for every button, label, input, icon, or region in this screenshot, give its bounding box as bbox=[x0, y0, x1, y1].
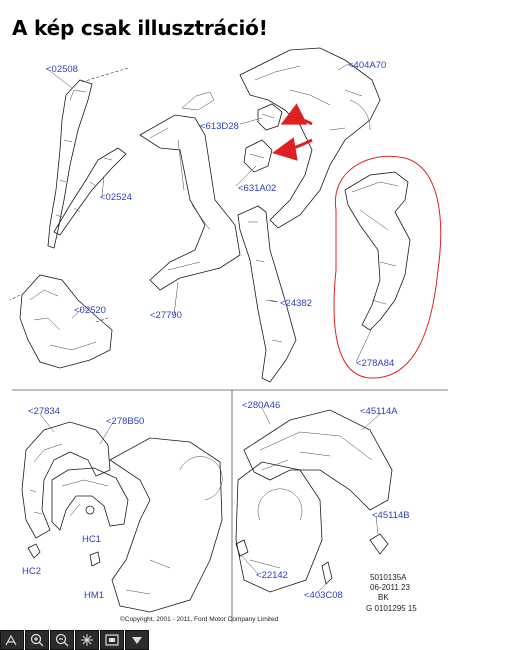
label-278b50: <278B50 bbox=[106, 416, 144, 427]
ref-line-2: 06-2011 23 bbox=[370, 583, 410, 592]
menu-down-icon[interactable] bbox=[125, 630, 149, 650]
label-22142: <22142 bbox=[256, 570, 288, 581]
label-278a84: <278A84 bbox=[356, 358, 394, 369]
label-631a02: <631A02 bbox=[238, 183, 276, 194]
zoom-in-icon[interactable] bbox=[25, 630, 49, 650]
label-hc2: HC2 bbox=[22, 566, 41, 577]
parts-diagram: <02508 <404A70 <613D28 <631A02 <02524 <2… bbox=[9, 47, 448, 623]
ref-line-1: 5010135A bbox=[370, 573, 407, 582]
ref-line-4: G 0101295 15 bbox=[366, 604, 417, 613]
quarter-outer-part[interactable] bbox=[235, 461, 323, 593]
inner-wheelhouse-part[interactable] bbox=[51, 467, 129, 531]
label-45114b: <45114B bbox=[372, 510, 410, 521]
label-24382: <24382 bbox=[280, 298, 312, 309]
label-404a70: <404A70 bbox=[348, 60, 386, 71]
label-613d28: <613D28 bbox=[200, 121, 239, 132]
clip-hc1[interactable] bbox=[85, 505, 95, 515]
label-hm1: HM1 bbox=[84, 590, 104, 601]
lower-a-pillar-part[interactable] bbox=[9, 274, 113, 369]
bracket-613d28-part[interactable] bbox=[257, 103, 283, 131]
label-27834: <27834 bbox=[28, 406, 60, 417]
label-02520: <02520 bbox=[74, 305, 106, 316]
red-arrow-lower bbox=[272, 137, 313, 161]
quarter-panel-part[interactable] bbox=[239, 47, 381, 229]
label-02508: <02508 bbox=[46, 64, 78, 75]
body-side-part[interactable] bbox=[109, 437, 223, 613]
inner-pillar-part[interactable] bbox=[53, 147, 127, 236]
zoom-out-icon[interactable] bbox=[50, 630, 74, 650]
label-hc1: HC1 bbox=[82, 534, 101, 545]
wheelhouse-part[interactable] bbox=[344, 171, 411, 331]
viewer-toolbar bbox=[0, 630, 165, 650]
pan-icon[interactable] bbox=[75, 630, 99, 650]
bracket-45114b[interactable] bbox=[369, 533, 389, 555]
clip-hm1[interactable] bbox=[89, 551, 101, 567]
select-icon[interactable] bbox=[0, 630, 24, 650]
c-pillar-part[interactable] bbox=[237, 205, 297, 383]
label-27790: <27790 bbox=[150, 310, 182, 321]
fit-icon[interactable] bbox=[100, 630, 124, 650]
label-280a46: <280A46 bbox=[242, 400, 280, 411]
highlight-circle bbox=[333, 155, 442, 379]
clip-22142[interactable] bbox=[235, 539, 249, 557]
clip-403c08[interactable] bbox=[321, 561, 333, 585]
leader-lines bbox=[45, 63, 373, 363]
label-45114a: <45114A bbox=[360, 406, 398, 417]
label-02524: <02524 bbox=[100, 192, 132, 203]
ref-line-3: BK bbox=[378, 593, 389, 602]
b-pillar-part[interactable] bbox=[139, 91, 241, 291]
label-403c08: <403C08 bbox=[304, 590, 343, 601]
inner-quarter-part[interactable] bbox=[243, 409, 393, 511]
leader-lines-bottom bbox=[39, 407, 381, 593]
wheel-arch-liner-part[interactable] bbox=[21, 421, 111, 539]
a-pillar-part[interactable] bbox=[47, 67, 129, 249]
page-title: A kép csak illusztráció! bbox=[12, 16, 268, 40]
copyright-text: ©Copyright, 2001 - 2011, Ford Motor Comp… bbox=[120, 615, 279, 623]
clip-hc2[interactable] bbox=[27, 543, 41, 559]
bracket-631a02-part[interactable] bbox=[243, 139, 273, 173]
red-arrow-upper bbox=[280, 103, 313, 126]
